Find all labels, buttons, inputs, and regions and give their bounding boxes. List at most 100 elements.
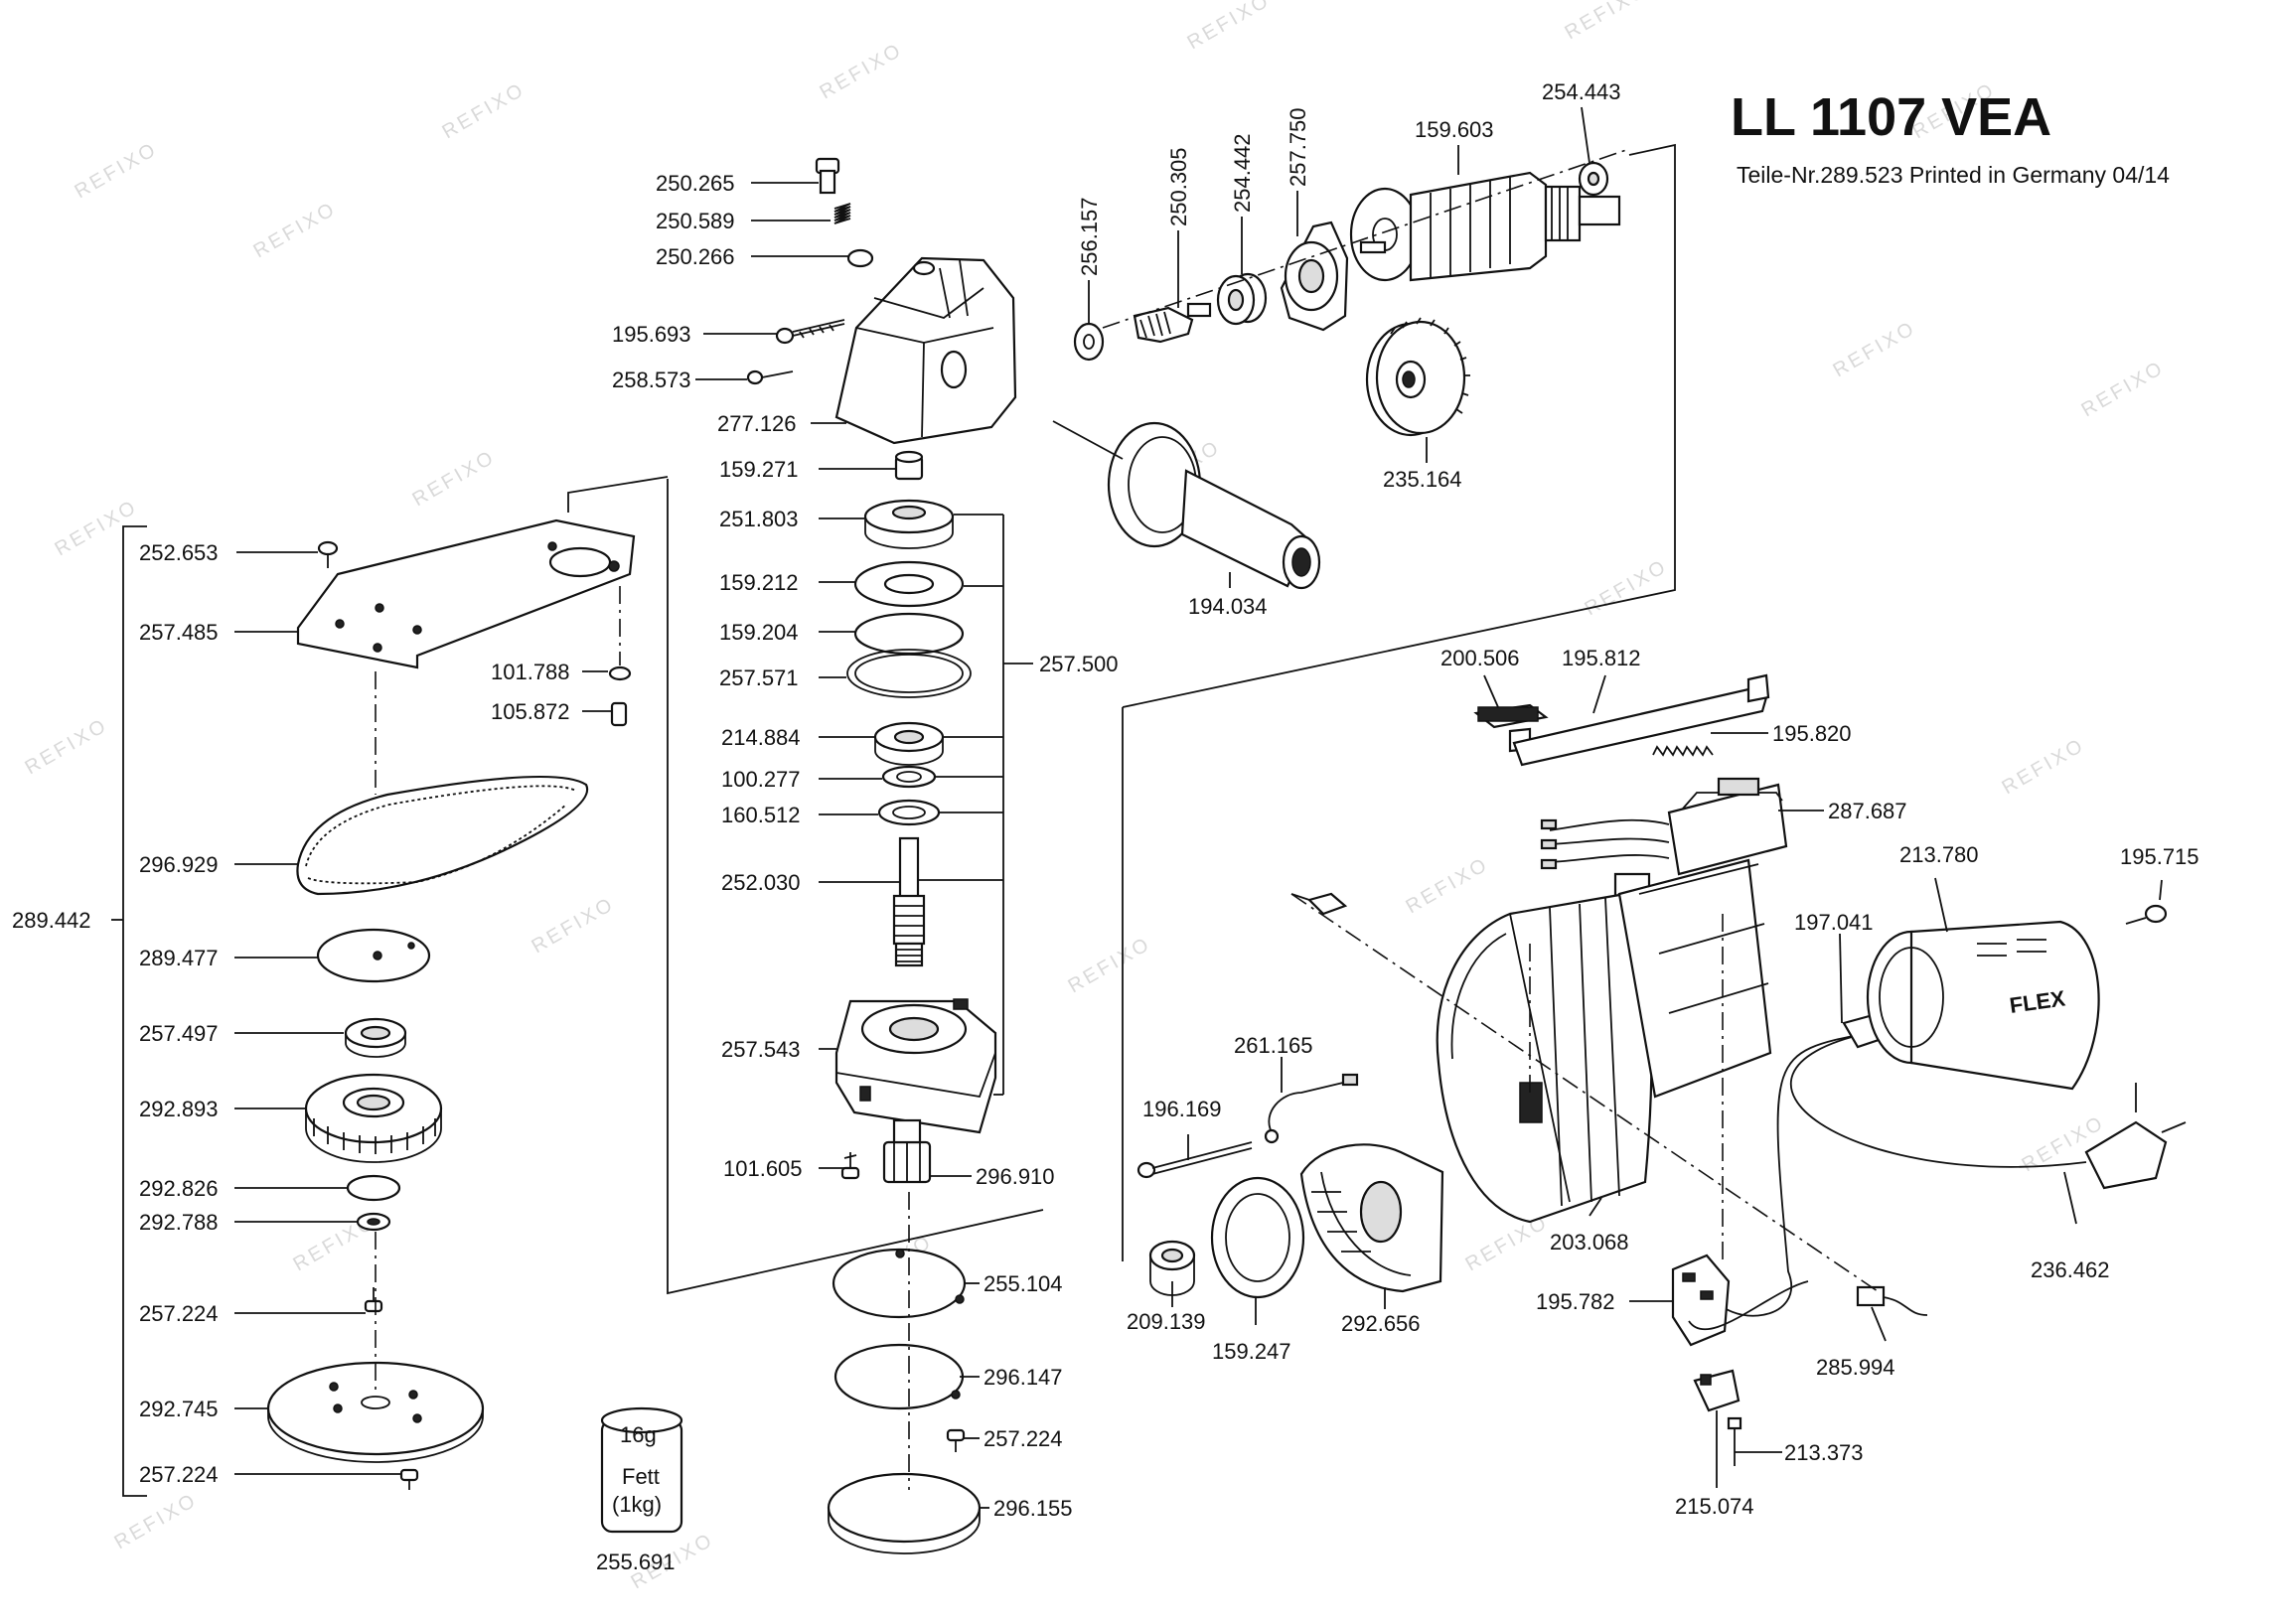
- part-number: 277.126: [717, 411, 797, 436]
- switch-icon: [1671, 1254, 1809, 1347]
- grease-name: Fett: [622, 1464, 660, 1489]
- part-number: 203.068: [1550, 1230, 1629, 1255]
- part-number: 255.104: [984, 1271, 1063, 1296]
- bushing-icon: [894, 450, 924, 481]
- bushing-icon: [1148, 1240, 1196, 1296]
- ring-icon: [853, 612, 965, 656]
- circlip-icon: [346, 1174, 401, 1202]
- part-number: 254.443: [1542, 79, 1621, 104]
- part-number: 292.656: [1341, 1311, 1421, 1336]
- brush-icon: [1856, 1285, 1928, 1316]
- watermark: REFIXO: [52, 496, 142, 560]
- part-number: 257.497: [139, 1021, 219, 1046]
- pad-icon: [833, 1343, 965, 1410]
- cable-clamp-icon: [1693, 1369, 1741, 1412]
- part-number: 213.373: [1784, 1440, 1864, 1465]
- polishing-disc-icon: [827, 1472, 982, 1554]
- part-number: 292.745: [139, 1397, 219, 1421]
- screw-icon: [364, 1287, 383, 1313]
- part-number: 258.573: [612, 368, 691, 392]
- group-frames: [111, 143, 1676, 1497]
- part-number: 257.485: [139, 620, 219, 645]
- washer-hole: [896, 771, 922, 783]
- watermark: REFIXO: [72, 138, 162, 203]
- part-number: 250.266: [656, 244, 735, 269]
- watermark: REFIXO: [1562, 0, 1652, 44]
- part-number: 195.782: [1536, 1289, 1615, 1314]
- brush-icon: [1290, 892, 1348, 916]
- leader-lines: [234, 106, 2163, 1509]
- watermark: REFIXO: [1830, 317, 1920, 381]
- bearing-icon: [344, 1017, 407, 1058]
- part-number: 196.169: [1142, 1097, 1222, 1121]
- part-number: 257.224: [139, 1462, 219, 1487]
- spring-icon: [833, 203, 851, 224]
- page-title: LL 1107 VEA: [1731, 87, 2051, 147]
- watermark: REFIXO: [111, 1489, 202, 1553]
- part-number: 252.653: [139, 540, 219, 565]
- watermark: REFIXO: [1582, 555, 1672, 620]
- part-number: 261.165: [1234, 1033, 1313, 1058]
- part-number: 254.442: [1230, 133, 1255, 213]
- part-number: 195.812: [1562, 646, 1641, 670]
- toothed-belt-icon: [296, 775, 589, 896]
- gear-wheel-icon: [1365, 317, 1470, 437]
- baffle-ring-icon: [1210, 1176, 1305, 1299]
- part-number: 236.462: [2031, 1257, 2110, 1282]
- cable-icon: [1268, 1082, 1344, 1133]
- eccentric-plate-icon: [296, 518, 636, 669]
- screw-icon: [775, 319, 845, 345]
- pad-icon: [832, 1248, 967, 1319]
- part-number: 215.074: [1675, 1494, 1754, 1519]
- grease-can-icon: 16g Fett (1kg): [600, 1406, 683, 1534]
- part-number: 101.788: [491, 660, 570, 684]
- gear-wheel-icon: [304, 1073, 443, 1163]
- part-number: 209.139: [1127, 1309, 1206, 1334]
- part-number: 251.803: [719, 507, 799, 531]
- watermark: REFIXO: [1999, 734, 2089, 799]
- bearing-icon: [873, 721, 945, 766]
- part-number: 257.500: [1039, 652, 1119, 676]
- screw-icon: [610, 701, 628, 727]
- field-coil-icon: [1299, 1143, 1444, 1293]
- nut-icon: [882, 1118, 932, 1184]
- watermark: REFIXO: [2078, 357, 2169, 421]
- part-number: 257.571: [719, 665, 799, 690]
- part-number: 160.512: [721, 803, 801, 827]
- spindle-icon: [892, 836, 926, 967]
- watermark: REFIXO: [250, 198, 341, 262]
- watermark: REFIXO: [1184, 0, 1275, 54]
- washer-icon: [853, 560, 965, 608]
- gear-housing-icon: [834, 256, 1017, 445]
- part-number: 105.872: [491, 699, 570, 724]
- part-number: 200.506: [1440, 646, 1520, 670]
- part-number: 257.750: [1286, 107, 1310, 187]
- part-number: 255.691: [596, 1550, 676, 1574]
- washer-icon: [608, 665, 632, 681]
- part-number: 214.884: [721, 725, 801, 750]
- screw-icon: [815, 157, 840, 195]
- part-number: 250.265: [656, 171, 735, 196]
- watermark: REFIXO: [409, 446, 500, 511]
- part-number: 292.893: [139, 1097, 219, 1121]
- part-number: 256.157: [1077, 197, 1102, 276]
- watermark: REFIXO: [1462, 1211, 1553, 1275]
- screw-icon: [1727, 1416, 1742, 1466]
- screw-icon: [2125, 904, 2168, 925]
- part-number: 159.247: [1212, 1339, 1291, 1364]
- screw-icon: [317, 540, 339, 568]
- part-number: 195.820: [1772, 721, 1852, 746]
- screw-icon: [399, 1468, 419, 1490]
- grease-amount: 16g: [620, 1422, 657, 1447]
- part-number: 213.780: [1899, 842, 1979, 867]
- motor-housing-icon: [1436, 858, 1772, 1224]
- plate-icon: [316, 928, 431, 983]
- bearing-plate-icon: [1280, 221, 1349, 332]
- part-number: 252.030: [721, 870, 801, 895]
- part-number: 101.605: [723, 1156, 803, 1181]
- watermark: REFIXO: [439, 78, 530, 143]
- flange-housing-icon: [834, 998, 997, 1134]
- switch-slider-icon: [1473, 703, 1549, 753]
- grease-qty: (1kg): [612, 1492, 662, 1517]
